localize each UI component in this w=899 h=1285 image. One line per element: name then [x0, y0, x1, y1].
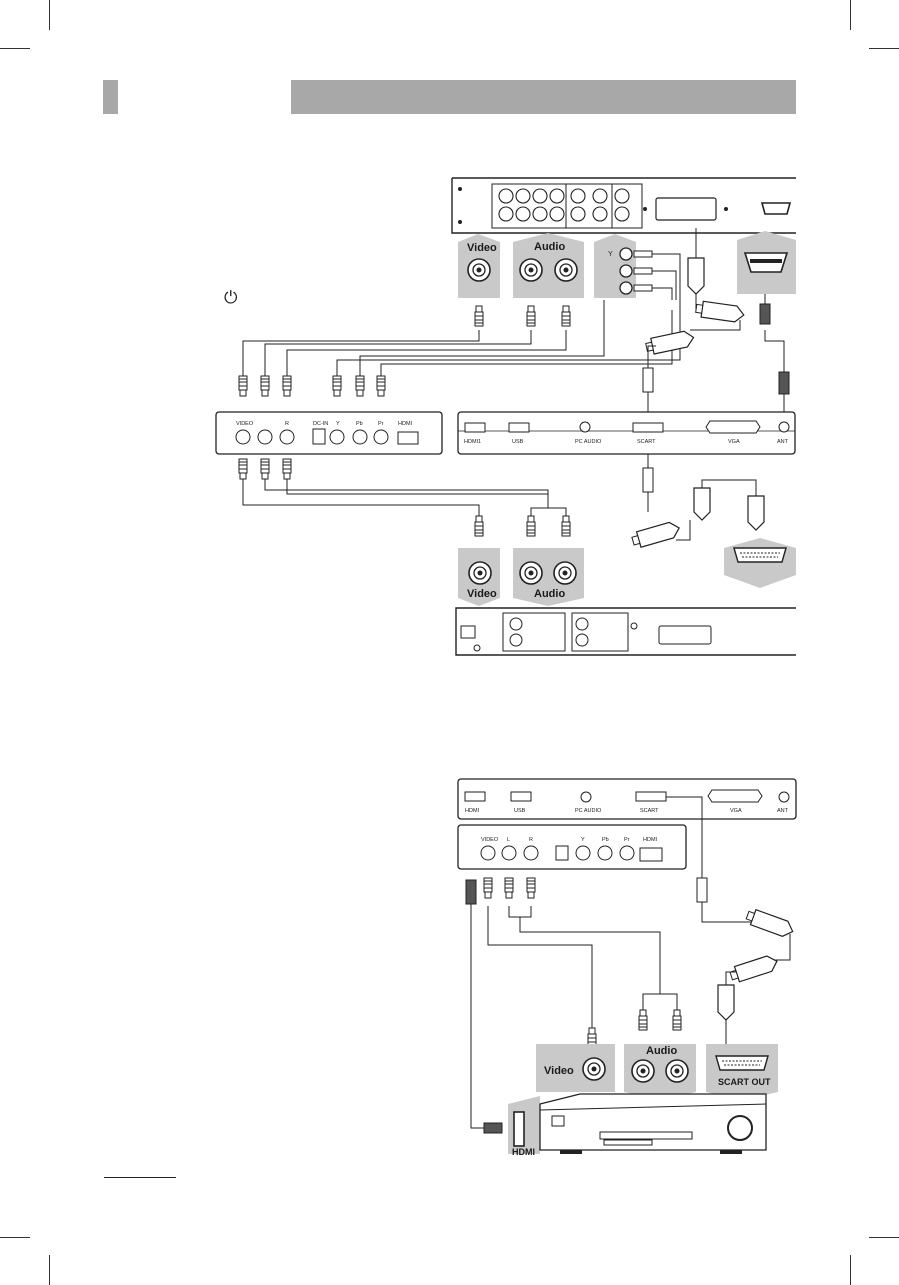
crop-mark	[869, 1237, 899, 1238]
adapter-label: DC-IN	[313, 421, 328, 427]
player-component-badge: Y	[594, 234, 681, 300]
recorder-video-badge: Video	[458, 548, 500, 606]
adapter-label: HDMI	[643, 837, 658, 843]
power-icon: ⏻	[224, 288, 238, 308]
badge-label: Video	[467, 242, 497, 254]
adapter-label: Pr	[378, 421, 384, 427]
crop-mark	[49, 1255, 50, 1285]
header-bar	[291, 80, 796, 114]
dvd-player-rear-panel	[451, 177, 796, 234]
adapter-label: Y	[336, 421, 340, 427]
av-receiver-device: HDMI	[508, 1093, 767, 1157]
player-video-badge: Video	[458, 234, 500, 298]
adapter-label: L	[507, 837, 510, 843]
adapter-label: R	[529, 837, 533, 843]
cables-adapter-to-recorder	[242, 475, 567, 516]
recorder-scart-badge	[724, 538, 796, 588]
crop-mark	[0, 1237, 30, 1238]
header-tab	[103, 80, 118, 114]
cables-player-to-adapter	[242, 300, 785, 376]
tv-rear-panel-2: HDMI USB PC AUDIO SCART VGA ANT	[457, 778, 797, 820]
crop-mark	[0, 48, 30, 49]
badge-label: Audio	[534, 241, 565, 253]
tv-port-label: VGA	[730, 808, 742, 814]
player-audio-badge: Audio	[513, 233, 584, 298]
adapter-label: VIDEO	[236, 421, 254, 427]
badge-label: Video	[544, 1065, 574, 1077]
badge-label: HDMI	[512, 1147, 535, 1157]
cables-diagram-2	[470, 796, 703, 1129]
tv-port-label: PC AUDIO	[575, 808, 602, 814]
tv-port-label: ANT	[777, 439, 789, 445]
tv-rear-panel-1: HDMI1 USB PC AUDIO SCART VGA ANT	[457, 411, 796, 455]
player-hdmi-badge	[737, 231, 796, 294]
receiver-video-badge: Video	[536, 1044, 615, 1092]
av-adapter-box: VIDEO R DC-IN Y Pb Pr HDMI	[215, 411, 443, 455]
tv-port-label: SCART	[640, 808, 659, 814]
scart-cable-3	[696, 877, 797, 1048]
scart-cable-2	[630, 454, 765, 550]
adapter-label: Pb	[602, 837, 609, 843]
tv-port-label: PC AUDIO	[575, 439, 602, 445]
badge-label: Audio	[646, 1045, 677, 1057]
adapter-label: Pb	[356, 421, 363, 427]
adapter-label: Pr	[624, 837, 630, 843]
tv-port-label: HDMI	[465, 808, 480, 814]
tv-port-label: USB	[514, 808, 526, 814]
receiver-audio-badge: Audio	[624, 1044, 696, 1100]
adapter-label: R	[285, 421, 289, 427]
adapter-label: HDMI	[398, 421, 413, 427]
scart-cable-1	[642, 228, 746, 412]
adapter-label: Y	[581, 837, 585, 843]
tv-port-label: ANT	[777, 808, 789, 814]
tv-port-label: SCART	[637, 439, 656, 445]
adapter-label: VIDEO	[481, 837, 499, 843]
tv-port-label: VGA	[728, 439, 740, 445]
av-adapter-box-2: VIDEO L R Y Pb Pr HDMI	[457, 824, 687, 870]
tv-port-label: HDMI1	[464, 439, 481, 445]
footnote-rule	[104, 1177, 176, 1178]
badge-label: Video	[467, 588, 497, 600]
tv-port-label: USB	[512, 439, 524, 445]
crop-mark	[869, 48, 899, 49]
crop-mark	[850, 0, 851, 30]
crop-mark	[850, 1255, 851, 1285]
recorder-audio-badge: Audio	[513, 548, 584, 606]
badge-label: Audio	[534, 588, 565, 600]
receiver-scart-out-badge: SCART OUT	[706, 1044, 778, 1100]
recorder-rear-panel	[455, 607, 796, 656]
badge-label: Y	[608, 251, 613, 258]
badge-label: SCART OUT	[718, 1077, 771, 1087]
crop-mark	[49, 0, 50, 30]
